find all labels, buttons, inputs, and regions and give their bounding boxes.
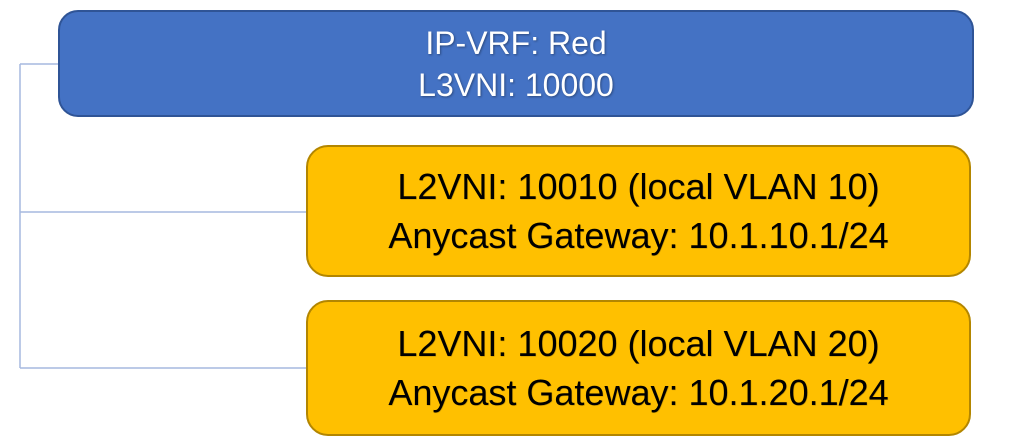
anycast-gateway-vlan10-label: Anycast Gateway: 10.1.10.1/24 (388, 215, 889, 256)
l2vni-box-vlan20: L2VNI: 10020 (local VLAN 20) Anycast Gat… (306, 300, 971, 436)
ip-vrf-box: IP-VRF: Red L3VNI: 10000 (58, 10, 974, 117)
l2vni-vlan10-label: L2VNI: 10010 (local VLAN 10) (397, 166, 880, 207)
anycast-gateway-vlan20-label: Anycast Gateway: 10.1.20.1/24 (388, 372, 889, 413)
l2vni-box-vlan10: L2VNI: 10010 (local VLAN 10) Anycast Gat… (306, 145, 971, 277)
l3vni-label: L3VNI: 10000 (418, 66, 614, 103)
l2vni-vlan20-label: L2VNI: 10020 (local VLAN 20) (397, 323, 880, 364)
ip-vrf-name-label: IP-VRF: Red (425, 24, 607, 61)
